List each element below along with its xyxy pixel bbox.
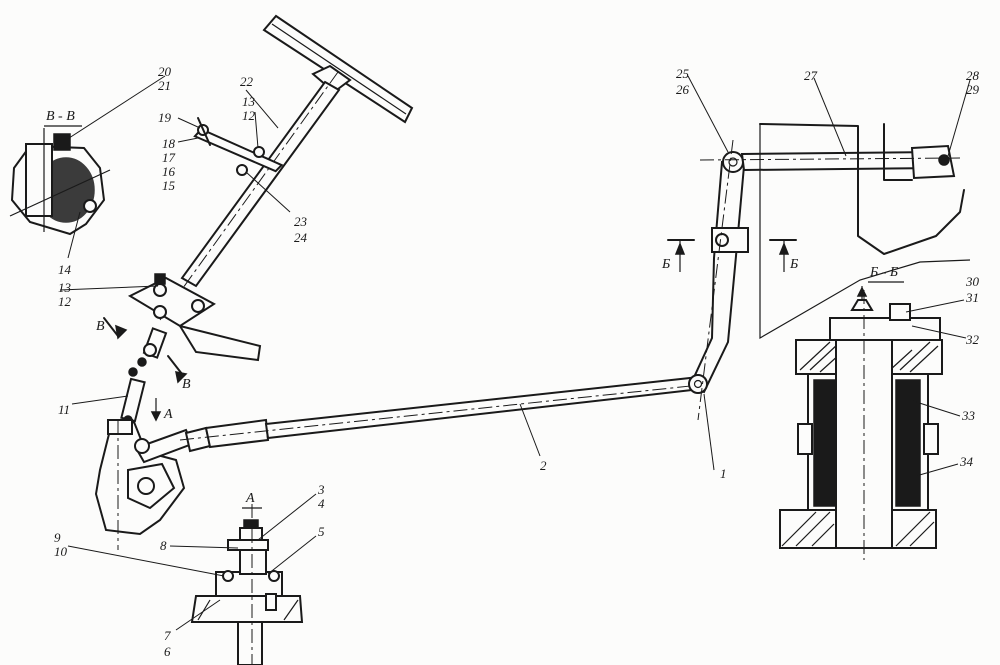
label-13-lower: 13: [58, 280, 72, 295]
label-18: 18: [162, 136, 176, 151]
label-29: 29: [966, 82, 980, 97]
section-vv-detail: [9, 128, 111, 236]
section-mark-b-right: Б: [789, 257, 798, 272]
frame-bracket: [759, 123, 971, 340]
section-bb-detail: [779, 286, 943, 560]
label-9: 9: [54, 530, 61, 545]
label-23: 23: [294, 214, 308, 229]
label-27: 27: [804, 68, 818, 83]
label-31: 31: [965, 290, 979, 305]
section-a-detail: [190, 504, 304, 665]
section-mark-vv: [103, 317, 188, 422]
label-20: 20: [158, 64, 172, 79]
label-30: 30: [965, 274, 980, 289]
label-15: 15: [162, 178, 176, 193]
label-11: 11: [58, 402, 70, 417]
label-28: 28: [966, 68, 980, 83]
section-mark-a: А: [163, 407, 173, 422]
bell-crank-lever: [688, 139, 749, 421]
steering-column: [159, 71, 341, 321]
label-34: 34: [959, 454, 974, 469]
section-mark-b-left: Б: [661, 257, 670, 272]
section-a-title: А: [245, 491, 255, 506]
column-bracket: [193, 117, 284, 176]
label-8: 8: [160, 538, 167, 553]
label-3: 3: [317, 482, 325, 497]
label-1: 1: [720, 466, 727, 481]
section-mark-v-right: В: [182, 377, 191, 392]
label-26: 26: [676, 82, 690, 97]
label-10: 10: [54, 544, 68, 559]
label-14: 14: [58, 262, 72, 277]
label-24: 24: [294, 230, 308, 245]
label-17: 17: [162, 150, 176, 165]
label-4: 4: [318, 496, 325, 511]
label-2: 2: [540, 458, 547, 473]
part-labels: 1 2 3 4 5 6 7 8 9 10 11 12 13 13 12 14 1…: [54, 64, 980, 659]
universal-joint: [120, 327, 168, 425]
label-13-upper: 13: [242, 94, 256, 109]
section-vv-title: В - В: [46, 109, 75, 124]
label-33: 33: [961, 408, 976, 423]
label-6: 6: [164, 644, 171, 659]
label-5: 5: [318, 524, 325, 539]
label-12-lower: 12: [58, 294, 72, 309]
section-mark-v-left: В: [96, 319, 105, 334]
section-bb-title: Б - Б: [869, 265, 898, 280]
column-mount-plate: [127, 273, 262, 362]
leader-lines: [59, 75, 971, 631]
label-25: 25: [676, 66, 690, 81]
label-19: 19: [158, 110, 172, 125]
steering-wheel: [262, 14, 414, 124]
drag-link: [179, 376, 701, 453]
label-12-upper: 12: [242, 108, 256, 123]
section-mark-bb: [667, 239, 797, 272]
label-32: 32: [965, 332, 980, 347]
label-7: 7: [164, 628, 171, 643]
label-21: 21: [158, 78, 171, 93]
label-22: 22: [240, 74, 254, 89]
pull-rod: [699, 144, 961, 180]
section-titles: В - В Б - Б А В В Б Б А: [44, 109, 904, 509]
label-16: 16: [162, 164, 176, 179]
